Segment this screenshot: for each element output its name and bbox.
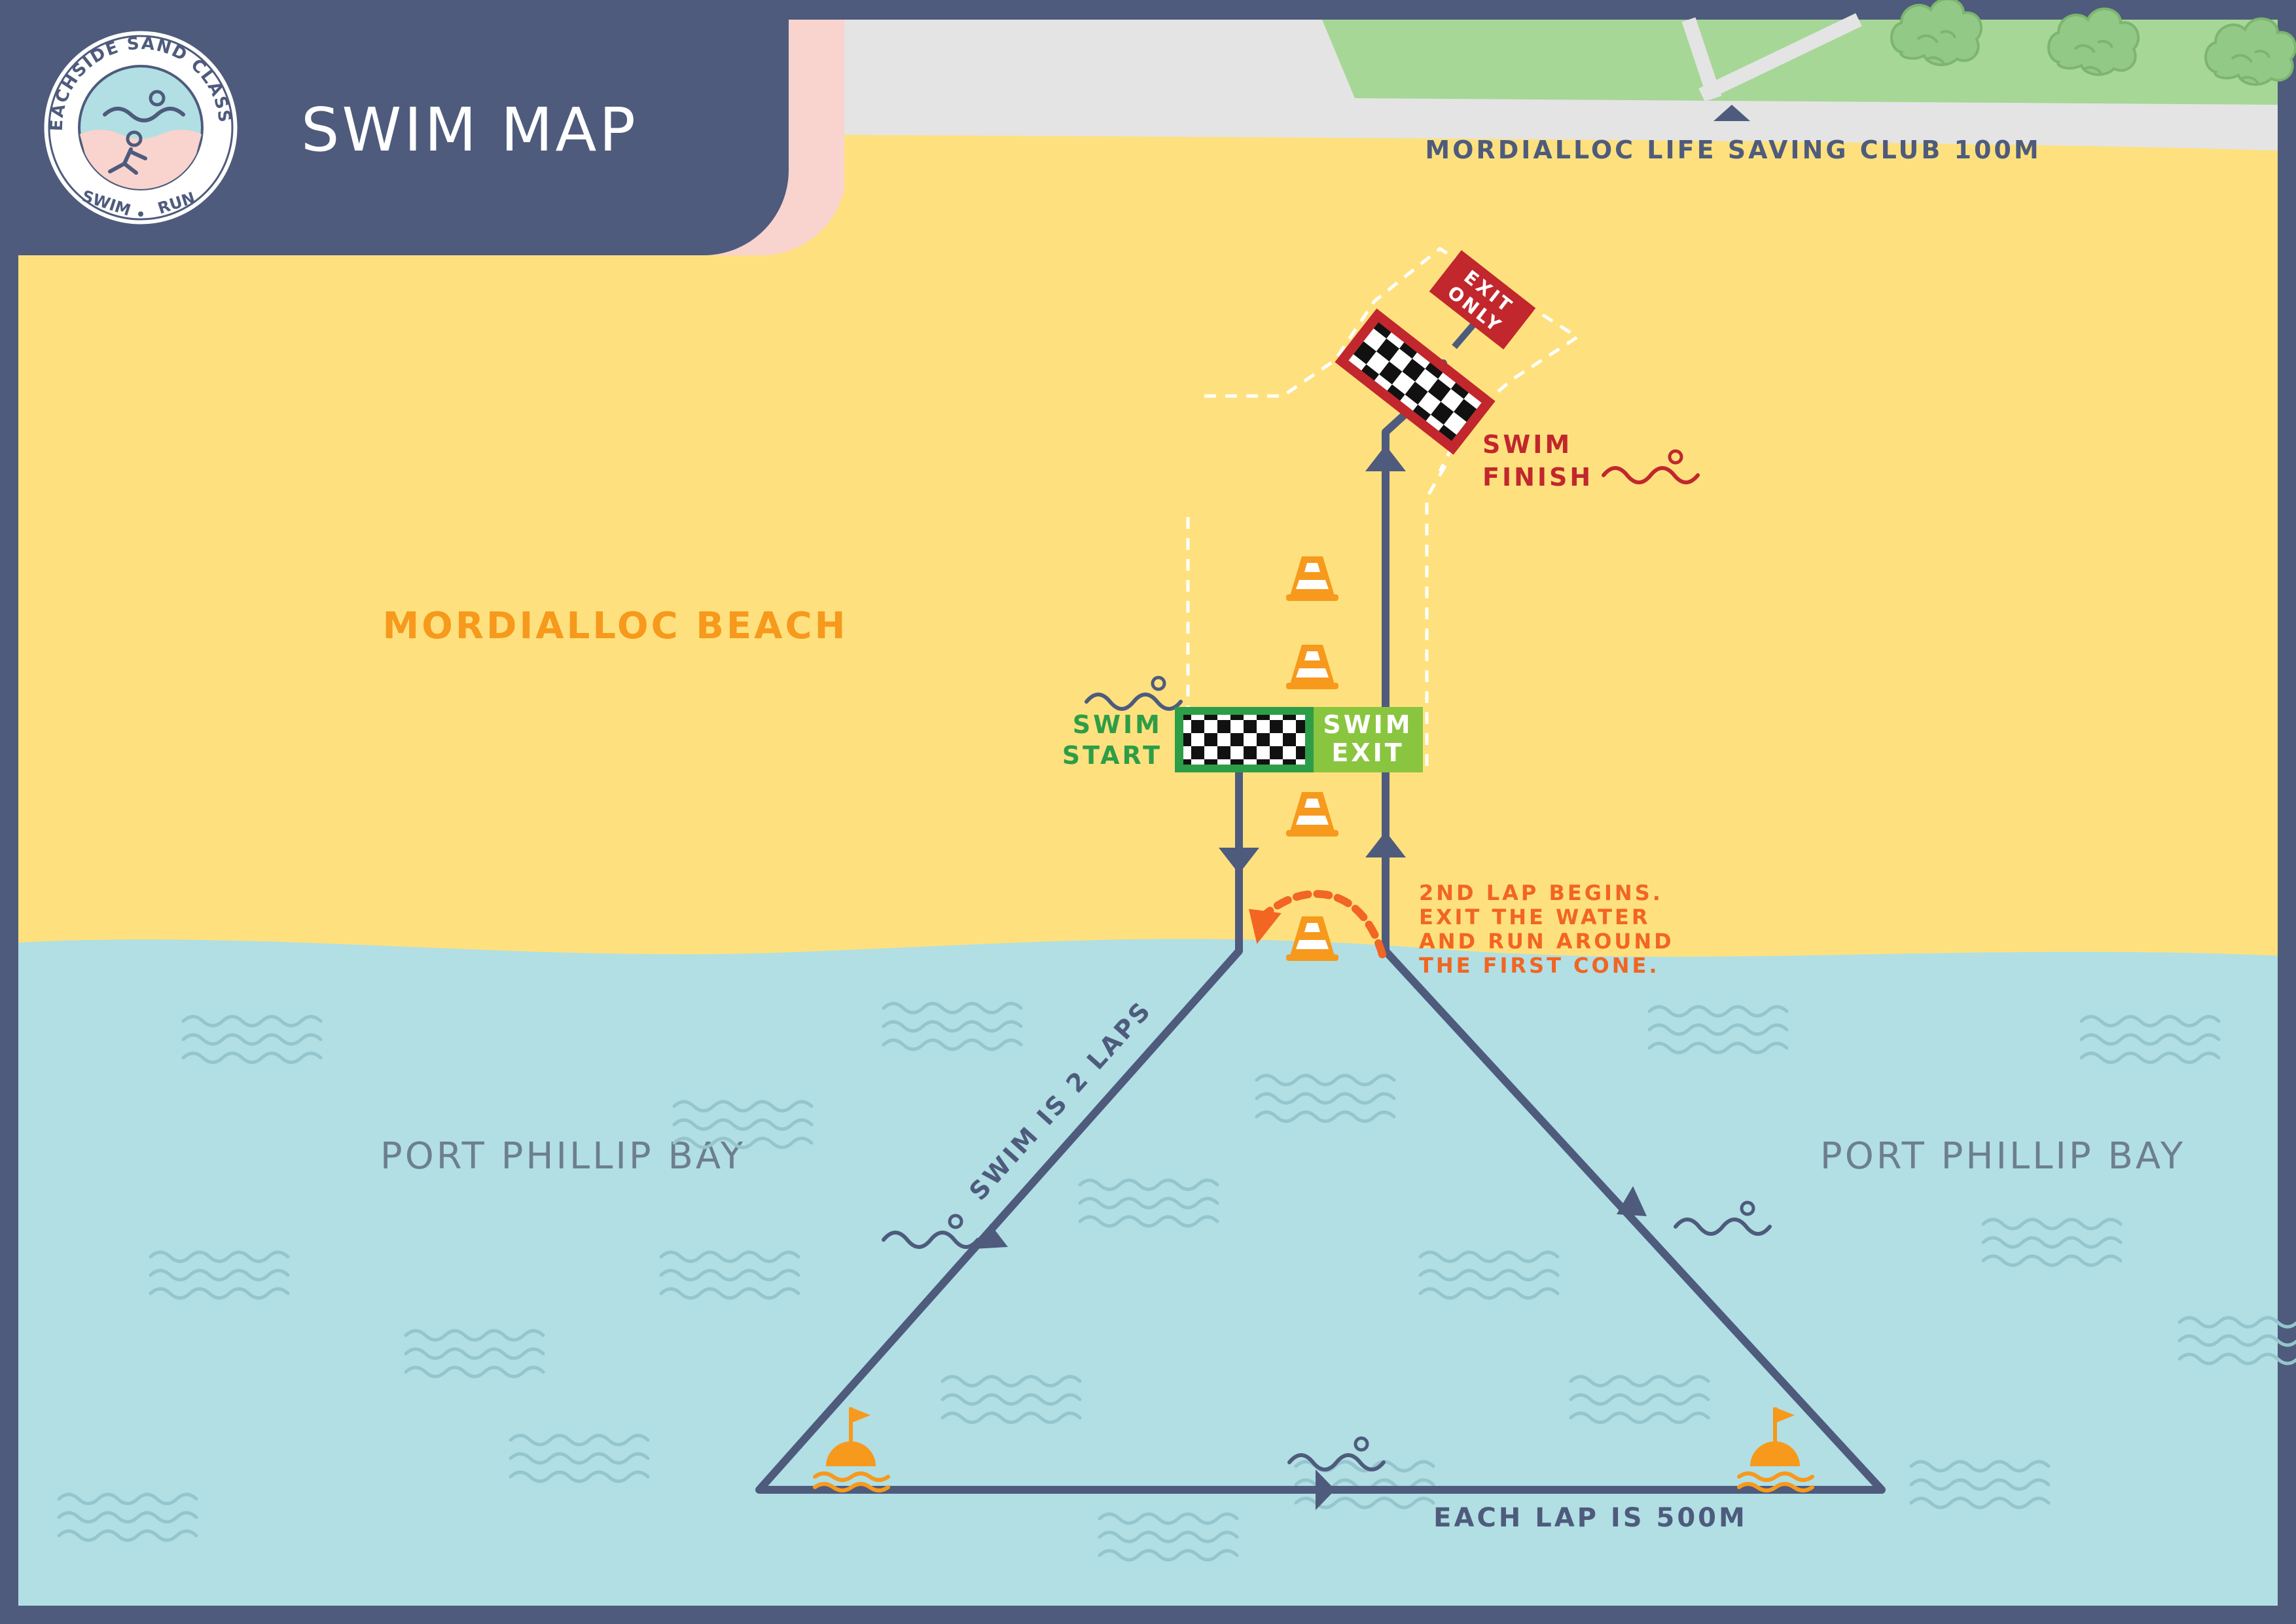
lap-length-label: EACH LAP IS 500M xyxy=(1433,1503,1748,1533)
swim-start-gantry: SWIM EXIT xyxy=(1175,707,1423,772)
checkered-flag-icon xyxy=(1335,308,1496,455)
swim-start-label: SWIM xyxy=(1073,710,1162,739)
svg-text:EXIT THE WATER: EXIT THE WATER xyxy=(1419,905,1650,929)
water-area xyxy=(18,939,2278,1606)
page-title: SWIM MAP xyxy=(301,95,638,165)
svg-text:THE FIRST CONE.: THE FIRST CONE. xyxy=(1419,953,1660,978)
club-label: MORDIALLOC LIFE SAVING CLUB 100M xyxy=(1425,135,2041,164)
second-lap-path xyxy=(1259,890,1386,958)
chute-boundary xyxy=(1186,246,1581,766)
grass-area xyxy=(1322,20,2278,105)
svg-text:EXIT: EXIT xyxy=(1331,738,1404,767)
arrow-icon xyxy=(1248,909,1282,945)
swim-finish-label: SWIM xyxy=(1482,430,1572,459)
direction-arrow-icon xyxy=(974,445,1647,1510)
svg-text:2ND LAP BEGINS.: 2ND LAP BEGINS. xyxy=(1419,880,1663,905)
swimmer-icon xyxy=(1602,449,1700,484)
location-marker-icon xyxy=(1713,105,1750,121)
beach-label: MORDIALLOC BEACH xyxy=(383,605,848,647)
swim-exit-label: SWIM xyxy=(1323,710,1412,739)
svg-text:FINISH: FINISH xyxy=(1482,463,1593,492)
second-lap-note: 2ND LAP BEGINS. EXIT THE WATER AND RUN A… xyxy=(1419,880,1674,978)
svg-text:START: START xyxy=(1062,741,1162,770)
svg-text:AND RUN AROUND: AND RUN AROUND xyxy=(1419,929,1674,954)
bay-label-right: PORT PHILLIP BAY xyxy=(1820,1135,2185,1178)
bay-label-left: PORT PHILLIP BAY xyxy=(380,1135,745,1178)
